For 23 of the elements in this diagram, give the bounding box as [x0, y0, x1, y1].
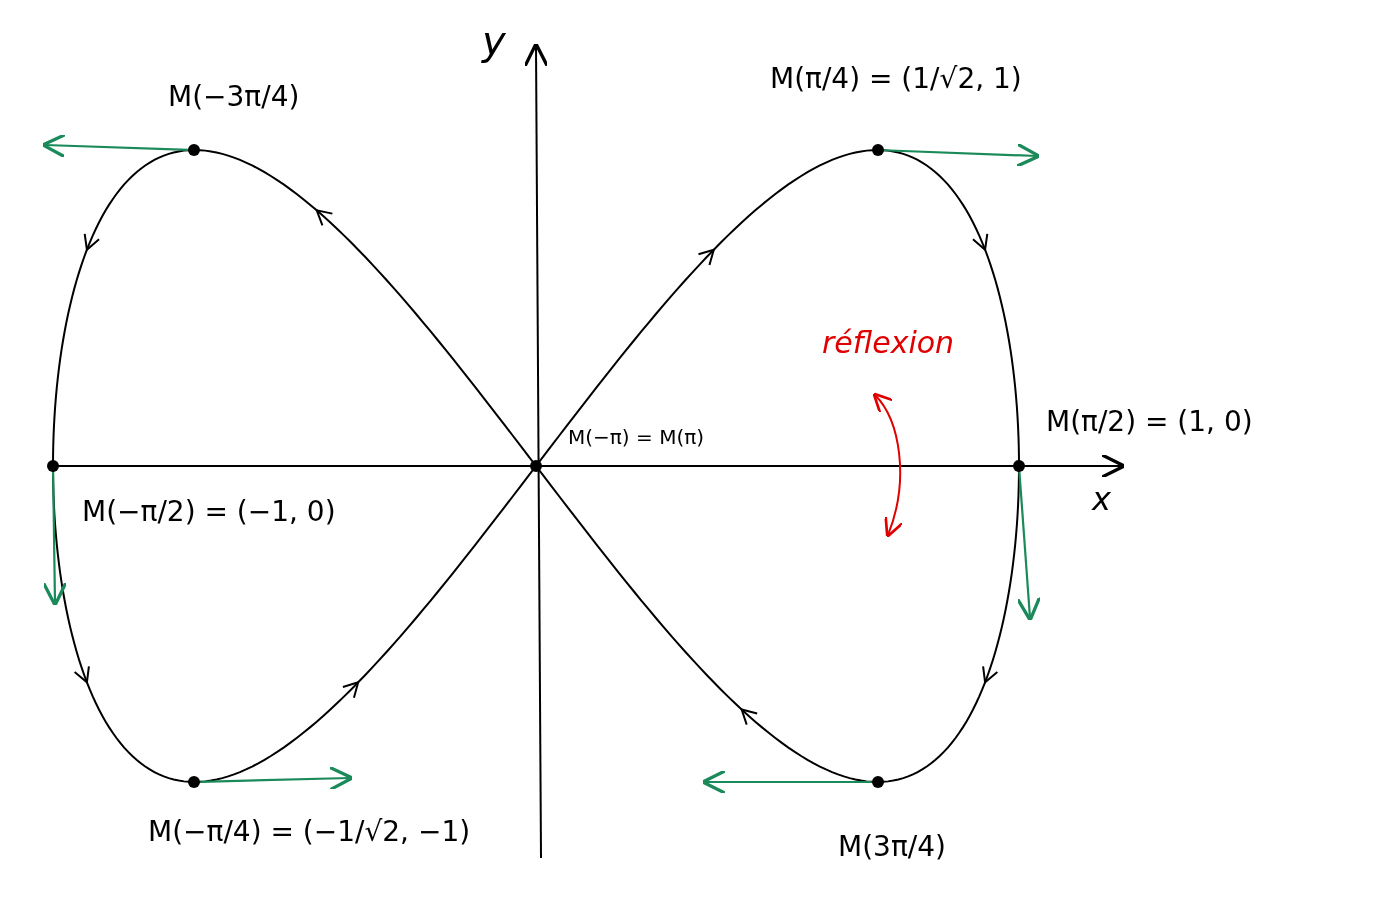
tangent-arrow: [883, 142, 1041, 168]
point-label: M(−3π/4): [168, 80, 300, 113]
tangent-arrow: [701, 769, 872, 795]
point-label: M(−π/4) = (−1/√2, −1): [148, 815, 471, 848]
axis-label: y: [482, 18, 506, 64]
point-dot: [47, 460, 59, 472]
point-label: M(π/4) = (1/√2, 1): [770, 62, 1022, 95]
tangent-arrow: [200, 765, 354, 792]
point-dot: [871, 776, 884, 788]
point-label: M(−π) = M(π): [568, 425, 705, 449]
tangent-arrow: [42, 472, 68, 607]
axis-label: x: [1092, 480, 1111, 518]
point-dot: [530, 460, 542, 472]
tangent-arrow: [1015, 471, 1042, 622]
annotation-text: réflexion: [822, 325, 955, 360]
point-dot: [871, 144, 884, 156]
point-dot: [1013, 460, 1025, 472]
tangent-arrow: [41, 133, 189, 159]
point-label: M(π/2) = (1, 0): [1046, 405, 1253, 438]
point-label: M(3π/4): [838, 830, 946, 863]
point-dot: [188, 144, 201, 156]
point-label: M(−π/2) = (−1, 0): [82, 495, 336, 528]
point-dot: [188, 776, 201, 788]
